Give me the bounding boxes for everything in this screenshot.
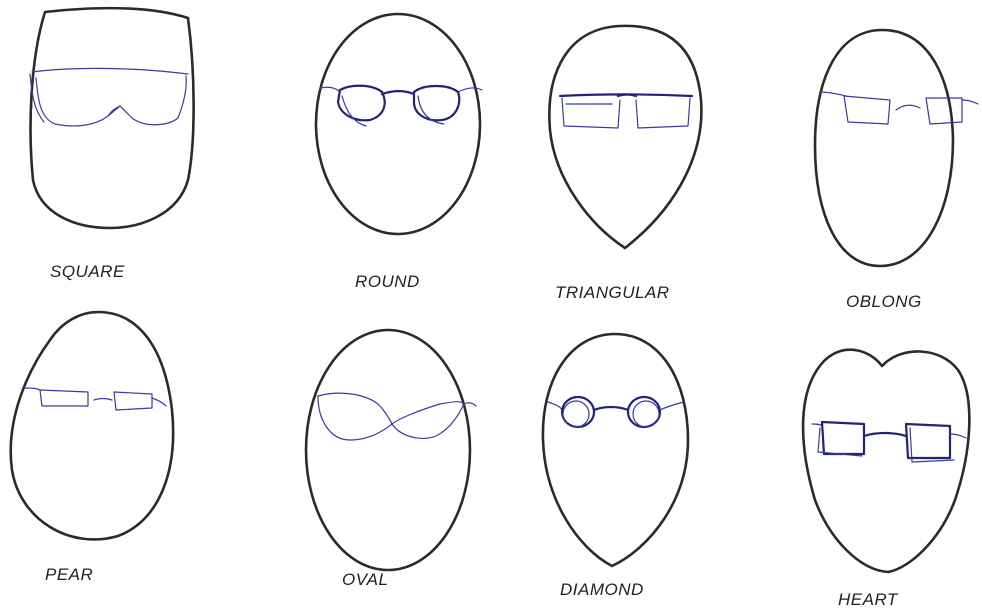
square-face-figure [30, 8, 194, 228]
square-frames-glasses [812, 422, 966, 462]
label-round: ROUND [355, 272, 420, 292]
triangular-face-outline [549, 26, 701, 248]
round-face-figure [316, 14, 482, 234]
diamond-face-figure [543, 334, 688, 566]
label-heart: HEART [838, 590, 898, 610]
label-diamond: DIAMOND [560, 580, 644, 600]
heart-face-figure [803, 350, 969, 572]
oblong-face-figure [815, 30, 978, 266]
oval-face-figure [306, 330, 476, 570]
square-face-outline [31, 8, 194, 228]
oval-face-outline [306, 330, 470, 570]
small-rectangular-glasses [820, 92, 978, 124]
label-pear: PEAR [45, 565, 93, 585]
top-bar-rectangular-glasses [560, 95, 692, 129]
diamond-face-outline [543, 334, 688, 566]
label-square: SQUARE [50, 262, 125, 282]
round-face-outline [316, 14, 480, 234]
label-triangular: TRIANGULAR [555, 283, 670, 303]
wraparound-shield-glasses [30, 68, 188, 126]
small-round-glasses [548, 397, 684, 427]
pear-face-figure [11, 312, 173, 539]
oblong-face-outline [815, 30, 953, 266]
narrow-rectangular-glasses [24, 388, 166, 410]
triangular-face-figure [549, 26, 701, 248]
label-oblong: OBLONG [846, 292, 922, 312]
cat-eye-glasses [318, 393, 476, 440]
dark-round-glasses [320, 86, 482, 126]
pear-face-outline [11, 312, 173, 539]
label-oval: OVAL [342, 570, 388, 590]
